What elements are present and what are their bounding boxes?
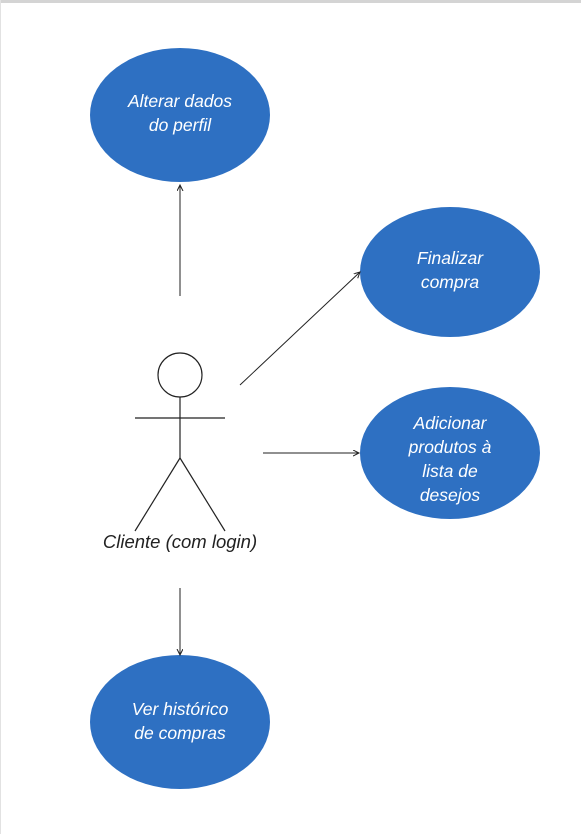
usecase-label-line: do perfil [149,115,212,135]
actor-cliente[interactable]: Cliente (com login) [103,352,257,552]
usecase-ellipse [360,387,540,519]
usecase-ellipse [90,655,270,789]
usecase-adicionar-lista-desejos[interactable]: Adicionar produtos à lista de desejos [360,387,540,519]
actor-left-leg [134,457,181,532]
actor-label: Cliente (com login) [103,531,257,552]
usecase-label-line: desejos [420,485,481,505]
usecase-label-line: Alterar dados [127,91,232,111]
usecase-label-line: compra [421,272,480,292]
usecase-finalizar-compra[interactable]: Finalizar compra [360,207,540,337]
association-line-finalizar-compra [239,272,360,386]
actor-right-leg [179,457,226,532]
usecase-alterar-dados-perfil[interactable]: Alterar dados do perfil [90,48,270,182]
usecase-label-line: lista de [422,461,478,481]
usecase-label-line: de compras [134,723,226,743]
usecase-label-line: Adicionar [413,413,488,433]
usecase-label-line: produtos à [408,437,492,457]
usecase-label-line: Finalizar [417,248,484,268]
usecase-ellipse [90,48,270,182]
usecase-label-line: Ver histórico [132,699,229,719]
usecase-ellipse [360,207,540,337]
usecase-ver-historico-compras[interactable]: Ver histórico de compras [90,655,270,789]
actor-head [157,352,203,398]
